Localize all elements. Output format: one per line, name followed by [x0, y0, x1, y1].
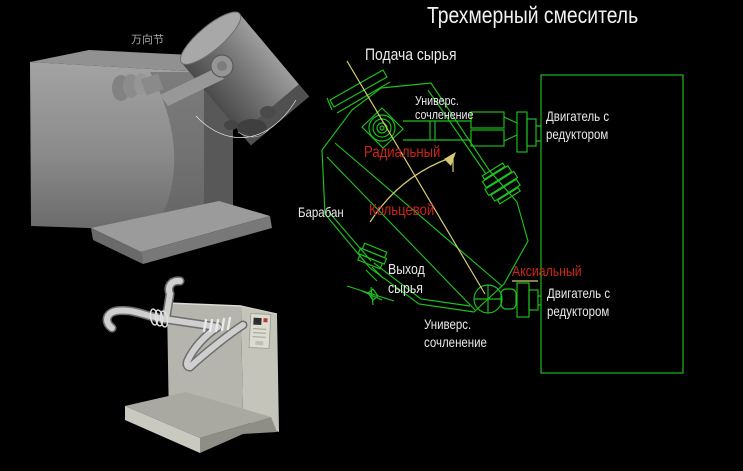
ring-motion-label: Кольцевой [369, 202, 435, 219]
mixer-photo-bottom [102, 276, 279, 453]
motor-top-label-line1: Двигатель с [546, 108, 610, 124]
universal-joint-top-label-line2: сочленение [415, 106, 474, 122]
arrowhead [444, 152, 456, 166]
outlet-flange [357, 242, 388, 282]
mid-coupling [481, 162, 521, 205]
outlet-label-line1: Выход [388, 261, 425, 278]
universal-joint-bottom-label: Универс. сочленение [424, 316, 487, 351]
universal-joint-bottom-label-line2: сочленение [424, 333, 487, 350]
axis-annotations [346, 60, 538, 295]
axial-motion-label: Аксиальный [512, 263, 582, 280]
mixing-arms [102, 276, 248, 372]
drum-outline [321, 82, 529, 313]
motor-bottom-label-line2: редуктором [547, 303, 610, 320]
motor-bottom-label: Двигатель с редуктором [547, 284, 610, 320]
motor-bottom-label-line1: Двигатель с [547, 285, 611, 301]
radial-motion-label: Радиальный [364, 144, 441, 161]
universal-joint-caption-cn: 万向节 [131, 34, 164, 46]
bottom-drive-coupling [516, 282, 541, 318]
outlet-valve [346, 285, 395, 306]
feed-chute [326, 69, 391, 114]
universal-joint-top [361, 107, 404, 149]
motor-top-label: Двигатель с редуктором [546, 107, 609, 143]
top-drive-shaft [403, 111, 541, 153]
ring-rotation-arrow [369, 157, 451, 223]
drum-label: Барабан [298, 204, 344, 220]
outlet-label: Выход сырья [388, 261, 425, 298]
mixer-render-top [30, 11, 310, 264]
mixer-schematic [321, 69, 684, 374]
outlet-label-line2: сырья [388, 279, 423, 297]
motor-top-label-line2: редуктором [546, 126, 609, 143]
feed-label: Подача сырья [365, 45, 457, 64]
universal-joint-top-label-line1: Универс. [415, 93, 459, 108]
universal-joint-bottom-label-line1: Универс. [424, 316, 472, 332]
slide-title: Трехмерный смеситель [427, 2, 639, 28]
axial-axis-line [346, 60, 486, 295]
universal-joint-top-label: Универс. сочленение [415, 94, 473, 121]
motor-box-outline [540, 74, 684, 374]
control-panel [248, 313, 272, 349]
universal-joint-bottom [473, 284, 517, 314]
